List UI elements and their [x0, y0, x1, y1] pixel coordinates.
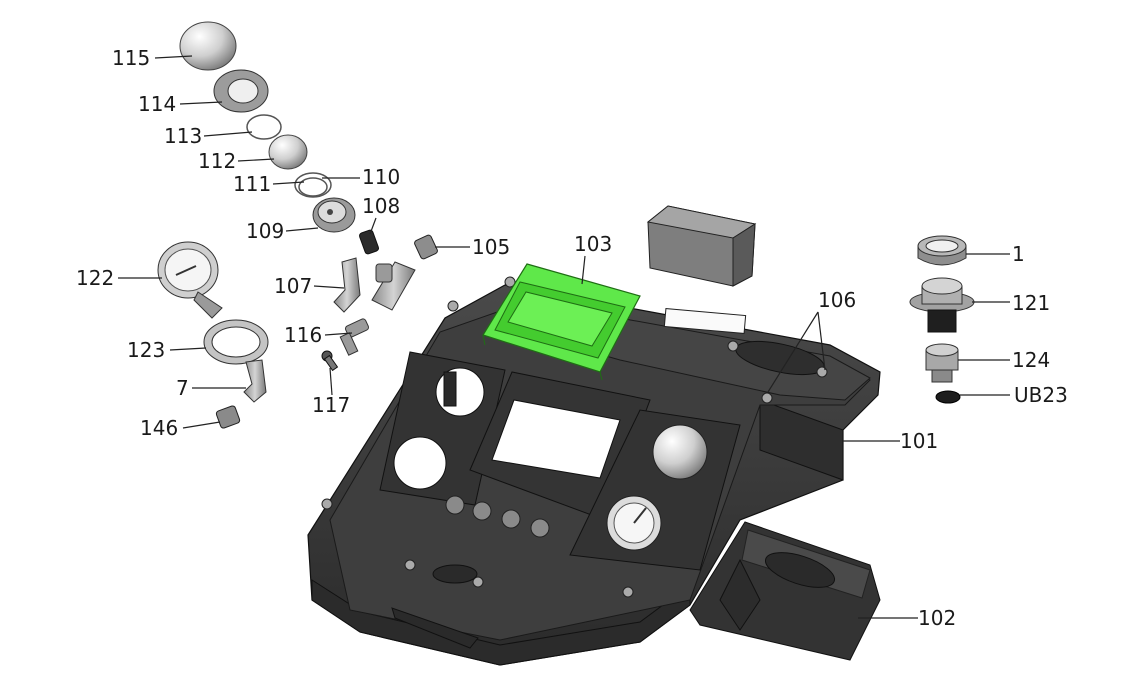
housing-screws	[321, 276, 828, 598]
callout-102: 102	[918, 606, 956, 630]
part-103-display-module	[482, 263, 641, 381]
callout-121: 121	[1012, 291, 1050, 315]
callout-114: 114	[138, 92, 176, 116]
callout-107: 107	[274, 274, 312, 298]
part-122-pressure-gauge	[157, 241, 223, 319]
part-115-dome-cap	[179, 21, 237, 71]
callout-112: 112	[198, 149, 236, 173]
part-102-rear-tray	[689, 521, 881, 661]
callout-1: 1	[1012, 242, 1025, 266]
callout-110: 110	[362, 165, 400, 189]
callout-113: 113	[164, 124, 202, 148]
callout-108: 108	[362, 194, 400, 218]
callout-111: 111	[233, 172, 271, 196]
leader-lines	[118, 55, 1010, 619]
callout-101: 101	[900, 429, 938, 453]
callout-109: 109	[246, 219, 284, 243]
front-buttons	[445, 495, 550, 538]
callout-123: 123	[127, 338, 165, 362]
part-124-bushing	[925, 343, 959, 383]
part-123-gauge-ring	[203, 319, 269, 365]
part-7-elbow	[243, 359, 267, 403]
part-105-fitting	[414, 234, 438, 260]
part-114-bezel-ring	[213, 69, 269, 113]
part-113-o-ring	[246, 114, 282, 140]
callout-7: 7	[176, 376, 189, 400]
part-109-valve-body	[312, 197, 356, 233]
part-108-fitting	[359, 229, 379, 255]
power-supply-box	[646, 205, 757, 287]
part-110-111-o-rings	[294, 172, 332, 198]
tee-connector	[371, 261, 416, 311]
part-112-inner-dome	[268, 134, 308, 170]
part-1-ring	[917, 235, 967, 266]
part-107-elbow	[333, 257, 361, 313]
part-116-fitting	[339, 318, 370, 356]
callout-105: 105	[472, 235, 510, 259]
callout-124: 124	[1012, 348, 1050, 372]
callout-106: 106	[818, 288, 856, 312]
callout-122: 122	[76, 266, 114, 290]
part-ub23-clip	[935, 390, 961, 404]
callout-ub23: UB23	[1014, 383, 1068, 407]
part-146-fitting	[215, 405, 241, 429]
callout-103: 103	[574, 232, 612, 256]
part-117-screw	[321, 350, 339, 372]
callout-117: 117	[312, 393, 350, 417]
callout-115: 115	[112, 46, 150, 70]
callout-labels: 115 114 113 112 111 110 109 108 105 103 …	[76, 46, 1068, 630]
callout-146: 146	[140, 416, 178, 440]
callout-116: 116	[284, 323, 322, 347]
part-121-connector	[909, 277, 975, 333]
